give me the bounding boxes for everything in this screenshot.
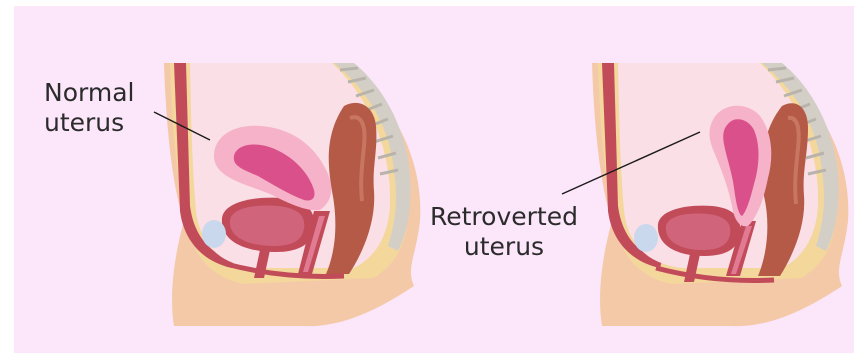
label-retroverted-uterus: Retroverted uterus [430, 202, 578, 262]
anatomy-diagram [14, 6, 854, 353]
label-retroverted-line2: uterus [430, 232, 578, 262]
diagram-canvas: Normal uterus Retroverted uterus [14, 6, 854, 353]
pubic-bone [202, 220, 226, 248]
label-normal-line2: uterus [44, 108, 134, 138]
pubic-bone [634, 224, 658, 252]
retroverted-uterus-figure [562, 63, 848, 326]
normal-uterus-figure [154, 63, 420, 326]
label-normal-line1: Normal [44, 78, 134, 108]
label-normal-uterus: Normal uterus [44, 78, 134, 138]
label-retroverted-line1: Retroverted [430, 202, 578, 232]
